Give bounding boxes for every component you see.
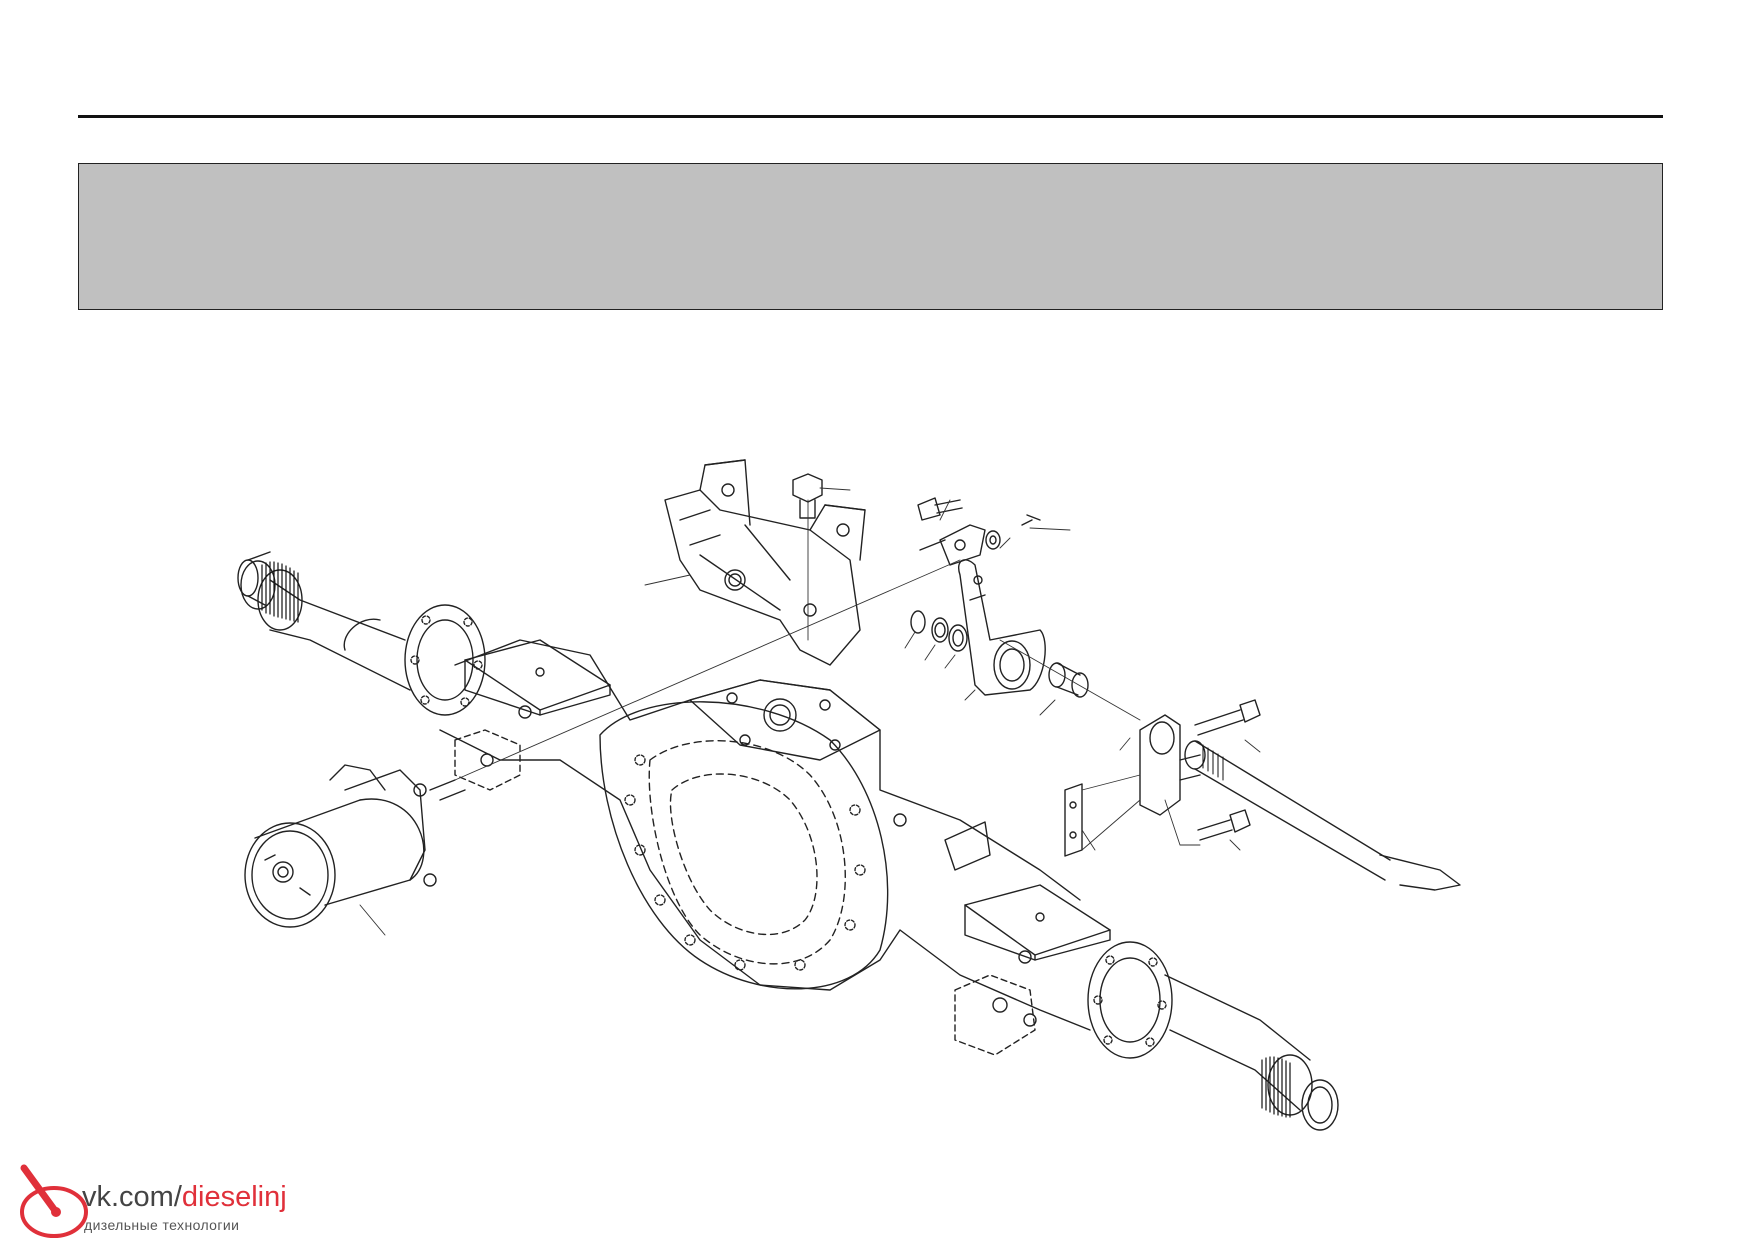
assembly-lines [359, 487, 1261, 936]
watermark-prefix: vk.com/ [82, 1181, 182, 1213]
watermark-subtitle: дизельные технологии [84, 1217, 240, 1233]
brake-chamber-bracket [664, 459, 866, 666]
spring-brake-chamber [244, 764, 466, 928]
header-band [78, 163, 1663, 310]
brake-camshaft [1184, 740, 1461, 891]
bracket-bolt [792, 473, 823, 519]
axle-housing [439, 639, 1111, 1056]
spindle-left [237, 551, 486, 716]
top-rule [78, 115, 1663, 118]
clevis [919, 524, 986, 566]
cotter-pin [1021, 514, 1041, 526]
watermark-logo-icon [20, 1164, 88, 1238]
spindle-right [1087, 941, 1339, 1131]
mounting-bolt [1194, 699, 1261, 841]
camshaft-bracket [1139, 714, 1201, 816]
bushing [1048, 662, 1089, 698]
clevis-pin [917, 497, 963, 521]
watermark-text: vk.com/dieselinj [82, 1183, 287, 1212]
shim-plate [1064, 783, 1083, 857]
washer [985, 530, 1001, 550]
watermark-accent: dieselinj [181, 1181, 287, 1213]
snap-ring [910, 610, 926, 634]
spacer-washer [931, 617, 968, 652]
slack-adjuster [958, 559, 1046, 696]
